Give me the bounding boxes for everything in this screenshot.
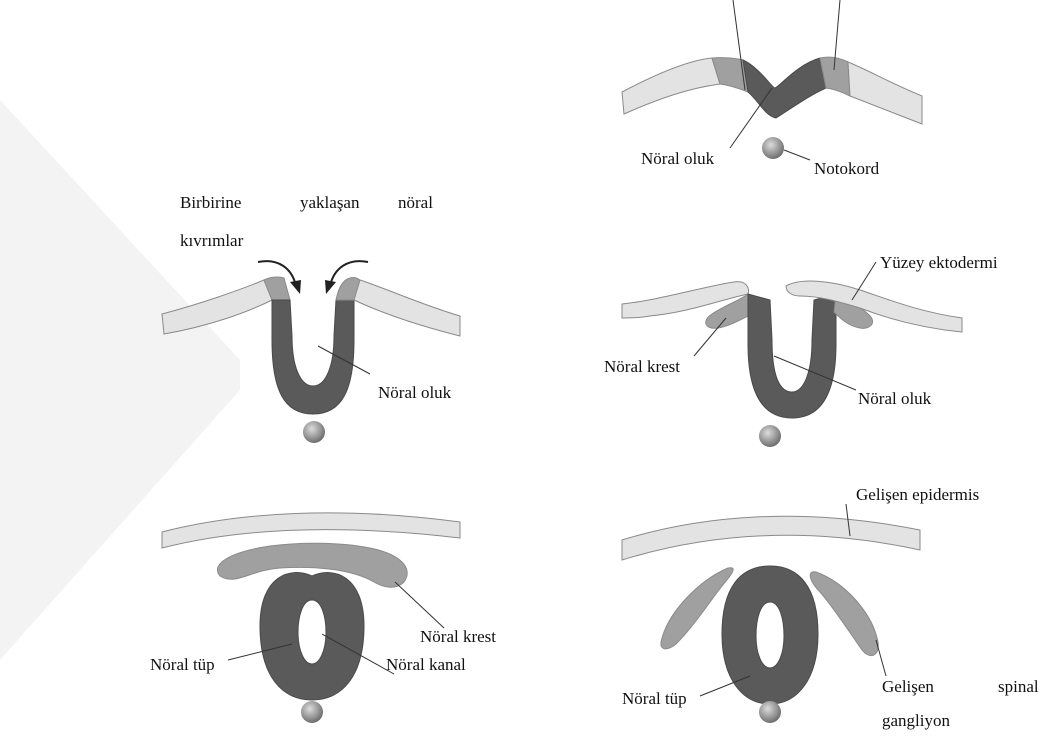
label-developing-epidermis: Gelişen epidermis <box>856 486 979 503</box>
neural-groove-u-3 <box>748 294 836 418</box>
notochord-ball-2 <box>303 421 325 443</box>
label-mid-right-groove: Nöral oluk <box>858 390 931 407</box>
panel-neural-plate <box>622 0 922 160</box>
panel-neural-tube <box>162 513 460 723</box>
label-ganglion-w1: Gelişen <box>882 678 934 695</box>
label-notochord: Notokord <box>814 160 879 177</box>
surface-ectoderm-left-2 <box>162 280 272 334</box>
surface-ectoderm-left <box>622 58 720 114</box>
fold-arrow-left-head <box>290 280 301 294</box>
label-surface-ectoderm: Yüzey ektodermi <box>880 254 998 271</box>
label-bottom-left-crest: Nöral krest <box>420 628 496 645</box>
label-mid-left-groove: Nöral oluk <box>378 384 451 401</box>
neural-tube-4 <box>260 573 364 700</box>
label-bottom-right-tube: Nöral tüp <box>622 690 687 707</box>
notochord-ball-3 <box>759 425 781 447</box>
label-neural-canal: Nöral kanal <box>386 656 466 673</box>
label-bottom-left-tube: Nöral tüp <box>150 656 215 673</box>
fold-arrow-right-head <box>325 280 336 294</box>
neural-crest-right-5 <box>810 572 878 656</box>
label-top-groove: Nöral oluk <box>641 150 714 167</box>
notochord-ball <box>762 137 784 159</box>
label-approaching-w3: nöral <box>398 194 433 211</box>
label-ganglion-w2: spinal <box>998 678 1039 695</box>
label-mid-right-crest: Nöral krest <box>604 358 680 375</box>
developing-epidermis-band <box>622 516 920 560</box>
neural-tube-5 <box>722 566 818 704</box>
neural-plate <box>743 58 826 118</box>
label-approaching-w1: Birbirine <box>180 194 241 211</box>
label-ganglion-line2: gangliyon <box>882 712 950 729</box>
label-approaching-w2: yaklaşan <box>300 194 359 211</box>
label-approaching-line2: kıvrımlar <box>180 232 243 249</box>
panel-neural-folds <box>162 261 460 443</box>
notochord-ball-4 <box>301 701 323 723</box>
panel-neural-crest <box>622 262 962 447</box>
surface-ectoderm-right <box>848 62 922 124</box>
surface-ectoderm-right-2 <box>354 280 460 336</box>
notochord-ball-5 <box>759 701 781 723</box>
neural-groove-u <box>272 300 354 414</box>
